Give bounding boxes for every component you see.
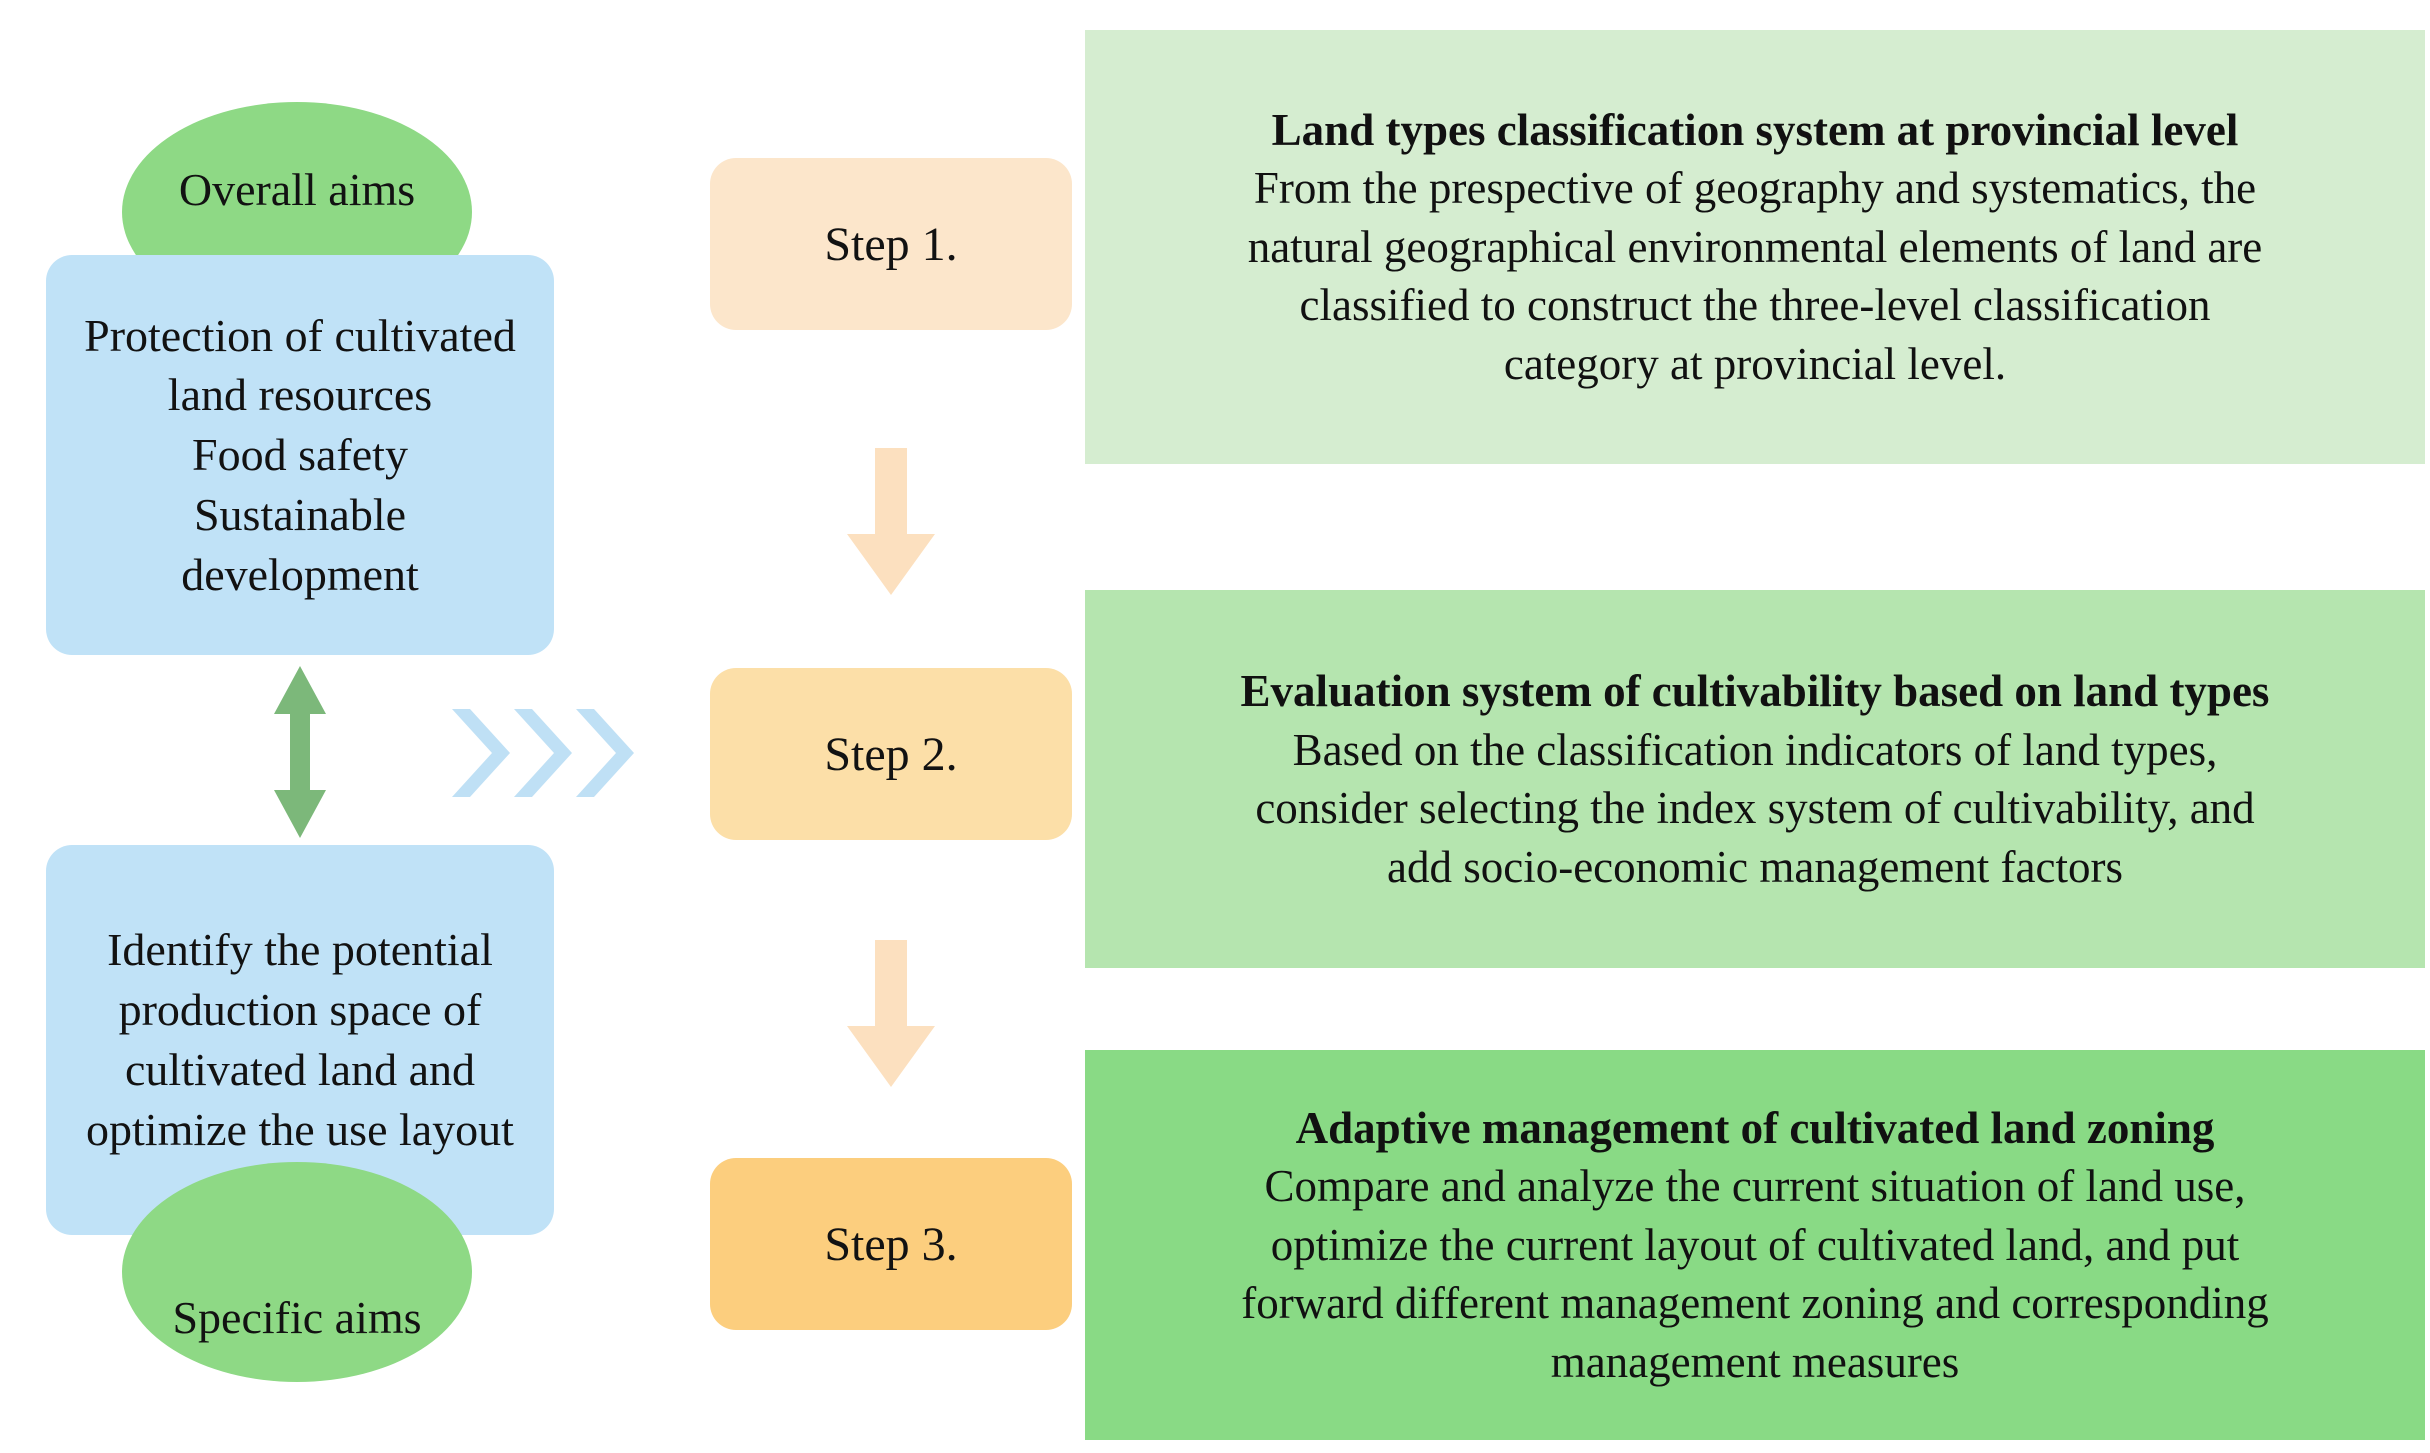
overall-aims-line: Protection of cultivated xyxy=(84,309,516,361)
panel-2-title: Evaluation system of cultivability based… xyxy=(1240,666,2270,716)
step-1-box[interactable]: Step 1. xyxy=(710,158,1072,330)
triple-chevron-right-icon xyxy=(448,705,658,801)
step-2-label: Step 2. xyxy=(824,727,958,781)
specific-aims-line: optimize the use layout xyxy=(86,1103,514,1155)
specific-aims-line: cultivated land and xyxy=(125,1044,475,1095)
down-arrow-icon xyxy=(845,448,937,596)
overall-aims-line: development xyxy=(181,548,419,600)
step-3-label: Step 3. xyxy=(824,1217,958,1271)
panel-1-body: From the prespective of geography and sy… xyxy=(1095,159,2415,393)
panel-3-title: Adaptive management of cultivated land z… xyxy=(1295,1102,2215,1153)
panel-3-line: Compare and analyze the current situatio… xyxy=(1264,1161,2246,1212)
panel-land-types-classification: Land types classification system at prov… xyxy=(1085,30,2425,464)
step-1-label: Step 1. xyxy=(824,217,958,271)
overall-aims-line: Food safety xyxy=(192,429,408,481)
panel-2-body: Based on the classification indicators o… xyxy=(1095,721,2415,897)
step-3-box[interactable]: Step 3. xyxy=(710,1158,1072,1330)
specific-aims-box: Identify the potential production space … xyxy=(46,845,554,1235)
specific-aims-ellipse: Specific aims xyxy=(122,1162,472,1382)
panel-3-line: forward different management zoning and … xyxy=(1241,1278,2269,1329)
panel-1-line: From the prespective of geography and sy… xyxy=(1253,163,2257,214)
overall-aims-line: land resources xyxy=(167,369,433,421)
panel-adaptive-management-zoning: Adaptive management of cultivated land z… xyxy=(1085,1050,2425,1440)
step-2-box[interactable]: Step 2. xyxy=(710,668,1072,840)
panel-2-line: consider selecting the index system of c… xyxy=(1255,783,2255,833)
panel-1-line: classified to construct the three-level … xyxy=(1299,280,2211,331)
panel-3-body: Compare and analyze the current situatio… xyxy=(1095,1157,2415,1391)
overall-aims-label: Overall aims xyxy=(178,164,416,215)
vertical-double-arrow-icon xyxy=(272,664,328,840)
down-arrow-icon xyxy=(845,940,937,1088)
overall-aims-line: Sustainable xyxy=(193,488,407,540)
panel-evaluation-system-cultivability: Evaluation system of cultivability based… xyxy=(1085,590,2425,968)
panel-2-line: Based on the classification indicators o… xyxy=(1292,724,2218,775)
overall-aims-box: Protection of cultivated land resources … xyxy=(46,255,554,655)
panel-1-line: natural geographical environmental eleme… xyxy=(1247,221,2263,272)
specific-aims-label: Specific aims xyxy=(172,1292,422,1343)
specific-aims-line: Identify the potential xyxy=(107,924,493,976)
panel-2-line: add socio-economic management factors xyxy=(1387,841,2123,892)
aims-column: Overall aims Protection of cultivated la… xyxy=(0,0,660,1453)
panel-3-line: optimize the current layout of cultivate… xyxy=(1270,1219,2240,1270)
step-column: Step 1. Step 2. Step 3. xyxy=(690,0,1090,1453)
panel-1-title: Land types classification system at prov… xyxy=(1271,104,2239,155)
panel-1-line: category at provincial level. xyxy=(1503,338,2007,389)
panel-3-line: management measures xyxy=(1550,1336,1960,1387)
specific-aims-line: production space of xyxy=(118,984,482,1036)
